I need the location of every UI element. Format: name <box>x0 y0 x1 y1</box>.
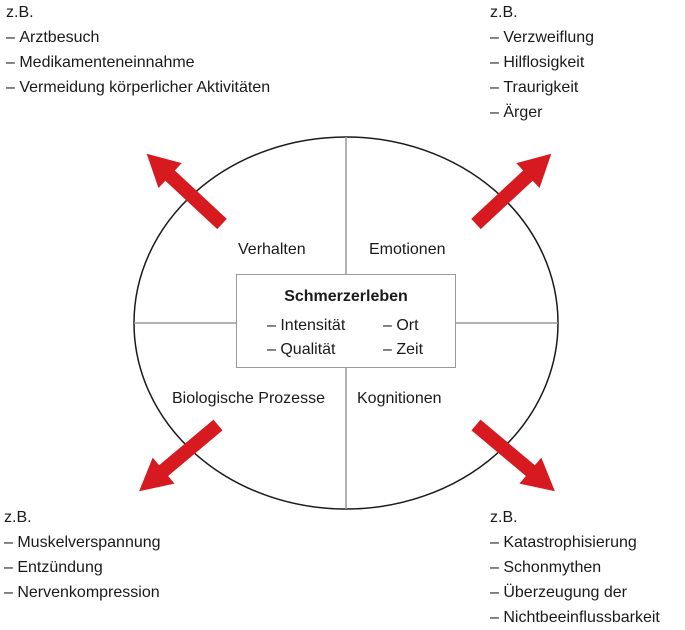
quadrant-label-biologische-prozesse: Biologische Prozesse <box>172 390 325 407</box>
example-items: Katastrophisierung Schonmythen Überzeugu… <box>490 530 660 630</box>
list-item: Nichtbeeinflussbarkeit <box>490 605 660 630</box>
example-heading: z.B. <box>490 509 518 526</box>
example-items: Muskelverspannung Entzündung Nervenkompr… <box>4 530 161 605</box>
arrow-top-left <box>146 153 227 230</box>
list-item: Medikamenteneinnahme <box>6 50 270 75</box>
example-list-cognitions: z.B. Katastrophisierung Schonmythen Über… <box>490 505 660 630</box>
center-item-zeit: Zeit <box>383 341 423 359</box>
example-heading: z.B. <box>6 4 34 21</box>
example-items: Verzweiflung Hilflosigkeit Traurigkeit Ä… <box>490 25 594 125</box>
list-item: Hilflosigkeit <box>490 50 594 75</box>
example-list-emotions: z.B. Verzweiflung Hilflosigkeit Traurigk… <box>490 0 594 125</box>
center-title: Schmerzerleben <box>284 288 408 305</box>
example-list-biological: z.B. Muskelverspannung Entzündung Nerven… <box>4 505 161 605</box>
quadrant-label-emotionen: Emotionen <box>369 241 446 258</box>
arrow-bottom-left <box>139 419 223 492</box>
center-item-intensitaet: Intensität <box>267 317 345 335</box>
list-item: Ärger <box>490 100 594 125</box>
list-item: Entzündung <box>4 555 161 580</box>
arrow-bottom-left-shape <box>139 419 223 492</box>
quadrant-label-verhalten: Verhalten <box>238 241 306 258</box>
arrow-bottom-right-shape <box>471 419 555 492</box>
arrow-bottom-right <box>471 419 555 492</box>
center-item-qualitaet: Qualität <box>267 341 335 359</box>
list-item: Muskelverspannung <box>4 530 160 555</box>
arrow-top-right <box>471 153 552 230</box>
quadrant-label-kognitionen: Kognitionen <box>357 390 442 407</box>
list-item: Nervenkompression <box>4 580 161 605</box>
example-items: Arztbesuch Medikamenteneinnahme Vermeidu… <box>6 25 270 100</box>
example-heading: z.B. <box>4 509 32 526</box>
center-box: Schmerzerleben Intensität Ort Qualität Z… <box>236 274 456 368</box>
list-item: Vermeidung körperlicher Aktivitäten <box>6 75 270 100</box>
example-list-behavior: z.B. Arztbesuch Medikamenteneinnahme Ver… <box>6 0 270 100</box>
center-item-ort: Ort <box>383 317 418 335</box>
list-item: Schonmythen <box>490 555 660 580</box>
list-item: Katastrophisierung <box>490 530 660 555</box>
list-item: Arztbesuch <box>6 25 270 50</box>
arrow-top-left-shape <box>146 153 227 230</box>
list-item: Traurigkeit <box>490 75 594 100</box>
arrow-top-right-shape <box>471 153 552 230</box>
list-item: Verzweiflung <box>490 25 594 50</box>
example-heading: z.B. <box>490 4 518 21</box>
list-item: Überzeugung der <box>490 580 660 605</box>
